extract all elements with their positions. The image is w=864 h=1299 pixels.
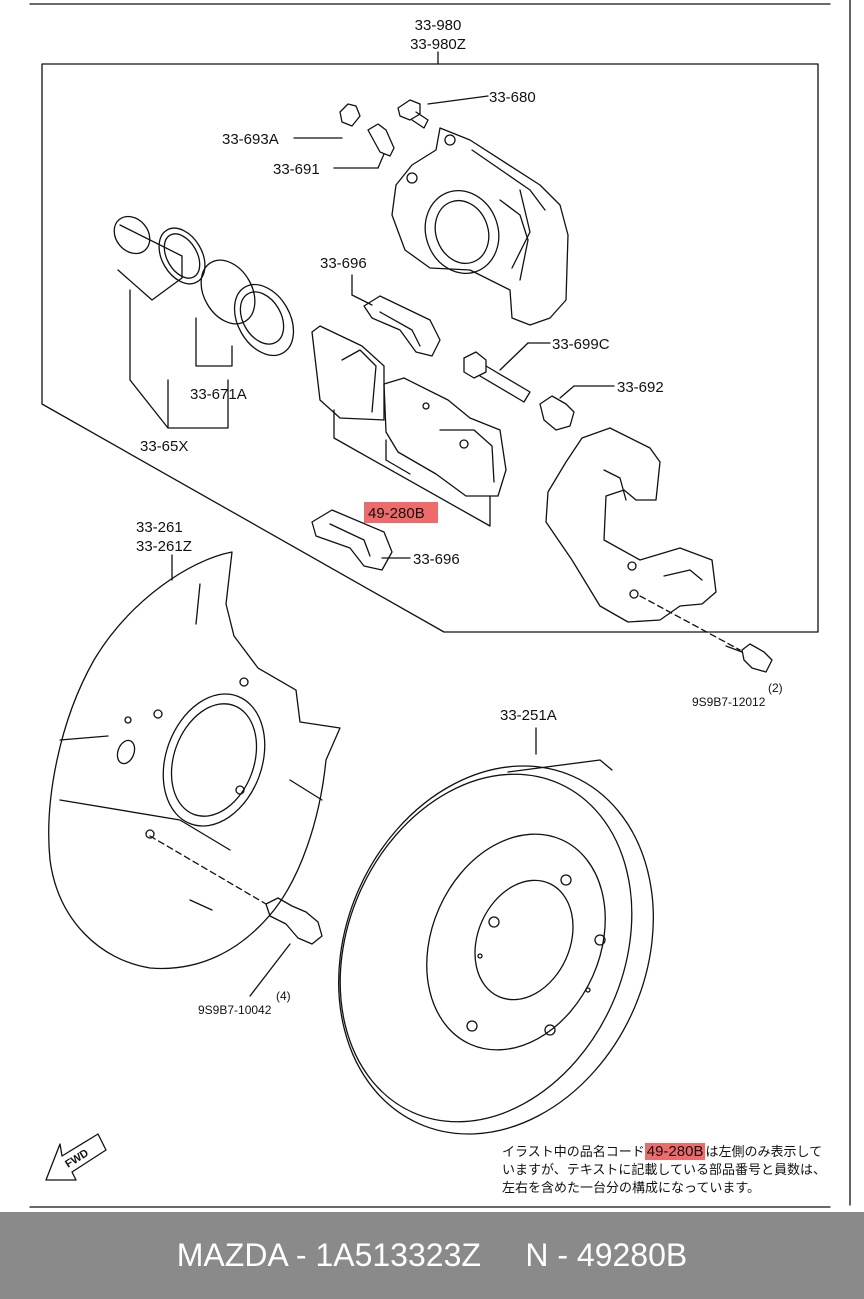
pad-clip-top-icon [363,295,441,357]
caliper-body [391,127,569,326]
label-33-980z: 33-980Z [410,36,466,53]
label-33-251a: 33-251A [500,707,557,724]
label-33-692: 33-692 [617,379,664,396]
caliper-bracket-icon [545,427,717,623]
caliper-bolt-icon [397,99,429,129]
part-number-footer: MAZDA - 1A513323Z N - 49280B [0,1212,864,1299]
brake-pad-outer-icon [311,325,385,421]
piston-seal-icon [200,259,256,325]
pin-boot-icon [539,395,575,431]
label-49-280b: 49-280B [368,505,425,522]
bleeder-cap-icon [339,103,361,127]
pad-set-highlight [364,502,438,523]
piston-icon [113,215,206,301]
label-33-691: 33-691 [273,161,320,178]
note-text-1: イラスト中の品名コード [502,1145,645,1160]
label-33-696-bottom: 33-696 [413,551,460,568]
label-33-699c: 33-699C [552,336,610,353]
label-fwd: FWD [63,1147,91,1170]
label-33-65x: 33-65X [140,438,188,455]
pad-clip-bottom-icon [311,509,393,571]
label-qty-4: (4) [276,989,291,1003]
label-33-680: 33-680 [489,89,536,106]
label-33-696-top: 33-696 [320,255,367,272]
label-33-261: 33-261 [136,519,183,536]
brake-disc-icon [338,759,654,1135]
label-33-980: 33-980 [415,17,462,34]
brake-parts-diagram: 33-980 33-980Z 33-680 33-693A 33-691 33-… [29,0,851,1208]
guide-pin-icon [463,351,531,403]
label-33-671a: 33-671A [190,386,247,403]
brake-pad-inner-icon [383,377,507,497]
caliper-assembly-frame [41,63,819,633]
dust-shield-icon [48,551,341,970]
label-9s9b7-12012: 9S9B7-12012 [692,695,766,709]
piston-boot-icon [233,283,295,357]
shield-bolt-icon [265,897,323,945]
bleeder-screw-icon [367,123,395,157]
label-9s9b7-10042: 9S9B7-10042 [198,1003,272,1017]
label-qty-2: (2) [768,681,783,695]
bracket-bolt-icon [725,643,773,673]
note-highlight-code: 49-280B [644,1143,706,1160]
fwd-arrow-icon [45,1133,107,1181]
label-33-261z: 33-261Z [136,538,192,555]
label-33-693a: 33-693A [222,131,279,148]
note-text-2: は左側のみ表示していますが、テキストに記載している部品番号と員数は、左右を含めた… [502,1145,826,1196]
